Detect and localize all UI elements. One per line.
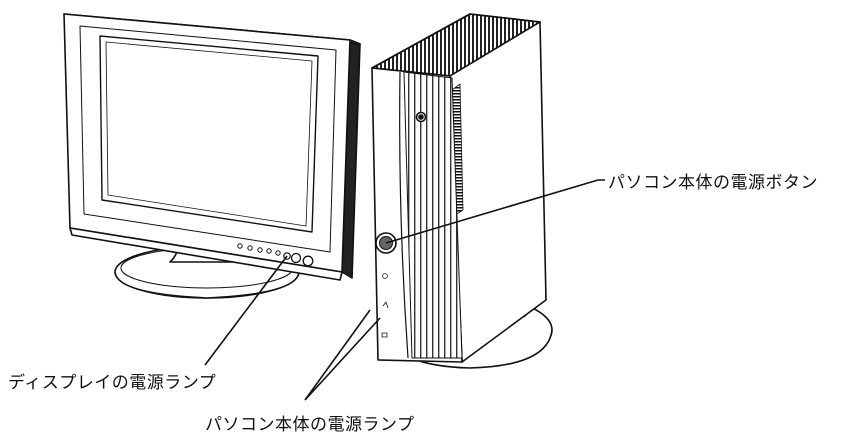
callout-line-pc-power-lamp-2	[304, 317, 381, 401]
callout-line-pc-power-button	[385, 179, 605, 244]
label-display-power-lamp: ディスプレイの電源ランプ	[8, 373, 217, 393]
label-pc-power-button: パソコン本体の電源ボタン	[608, 173, 818, 193]
pc-tower	[371, 13, 553, 369]
display-power-button-icon	[290, 252, 302, 264]
monitor-screen	[99, 35, 319, 233]
callout-lines	[204, 179, 605, 401]
callout-line-pc-power-lamp-1	[304, 309, 371, 401]
callout-line-display-power-lamp	[204, 255, 288, 366]
pc-power-lamp-icon	[382, 273, 388, 279]
monitor-control-buttons	[237, 243, 281, 256]
pc-status-lamps	[381, 273, 389, 338]
label-pc-power-lamp: パソコン本体の電源ランプ	[205, 415, 415, 435]
monitor	[63, 13, 361, 299]
pc-side-panel	[449, 21, 547, 363]
